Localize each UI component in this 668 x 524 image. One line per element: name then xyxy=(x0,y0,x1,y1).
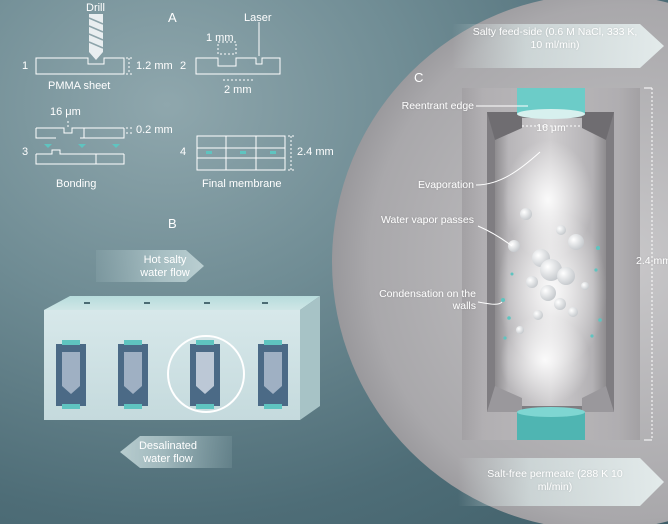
step-3-dim-top: 16 μm xyxy=(50,106,81,118)
panel-c-letter: C xyxy=(414,70,424,85)
step-1-number: 1 xyxy=(22,60,29,72)
evaporation-label: Evaporation xyxy=(417,179,474,191)
feed-side-label: Salty feed-side (0.6 M NaCl, 333 K, 10 m… xyxy=(472,26,638,51)
water-vapor-label: Water vapor passes xyxy=(381,214,474,226)
reentrant-edge-label: Reentrant edge xyxy=(401,100,474,112)
step-4-number: 4 xyxy=(180,146,187,158)
pore-size-label: 16 μm xyxy=(536,122,566,134)
step-3-caption: Bonding xyxy=(56,178,97,190)
step-2-number: 2 xyxy=(180,60,187,72)
step-4-dim: 2.4 mm xyxy=(297,146,334,158)
chamber-height-label: 2.4 mm xyxy=(636,255,668,267)
step-4-caption: Final membrane xyxy=(202,178,282,190)
step-3-dim-right: 0.2 mm xyxy=(136,124,173,136)
panel-a-letter: A xyxy=(168,10,177,25)
step-1-dim: 1.2 mm xyxy=(136,60,173,72)
desalinated-flow-label: Desalinated water flow xyxy=(138,440,198,465)
drill-icon xyxy=(88,14,104,60)
permeate-label: Salt-free permeate (288 K 10 ml/min) xyxy=(487,468,623,493)
laser-label: Laser xyxy=(244,12,272,24)
hot-water-flow-label: Hot salty water flow xyxy=(140,254,190,279)
step-2-dim-top: 1 mm xyxy=(206,32,234,44)
step-1-caption: PMMA sheet xyxy=(48,80,111,92)
step-3-number: 3 xyxy=(22,146,29,158)
drill-label: Drill xyxy=(86,2,105,14)
panel-b-letter: B xyxy=(168,216,177,231)
step-2-dim-bottom: 2 mm xyxy=(224,84,252,96)
condensation-label: Condensation on the walls xyxy=(379,288,476,312)
